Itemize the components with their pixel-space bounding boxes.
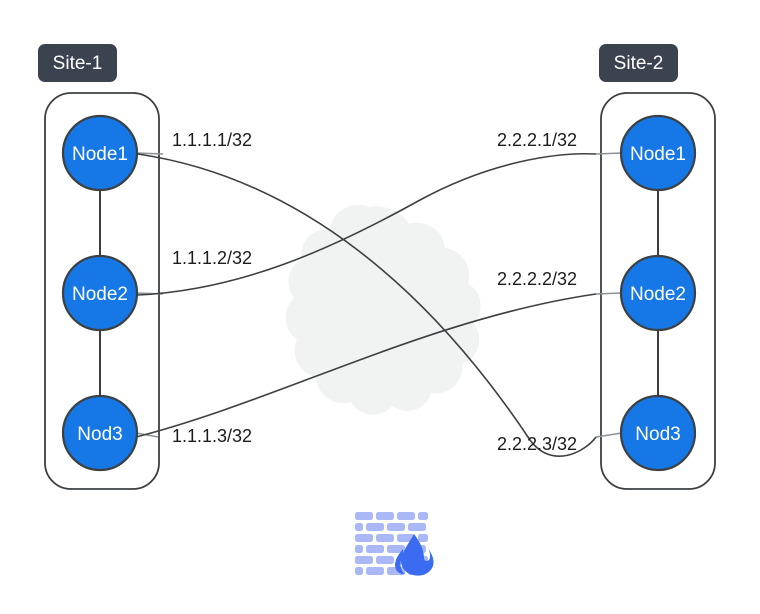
- site-1-badge[interactable]: Site-1: [38, 44, 117, 82]
- link-site1-node2-to-site2-node1: [137, 152, 597, 296]
- badge-background: [38, 44, 117, 82]
- node-circle[interactable]: [61, 394, 139, 472]
- site1-node1[interactable]: Node1: [61, 114, 139, 192]
- node-circle[interactable]: [61, 254, 139, 332]
- node-circle[interactable]: [61, 114, 139, 192]
- site-2-badge[interactable]: Site-2: [599, 44, 678, 82]
- brick: [366, 567, 384, 575]
- brick: [355, 523, 363, 531]
- badge-background: [599, 44, 678, 82]
- site-2-badge-label: Site-2: [614, 53, 664, 74]
- stub-site1-node1: [135, 152, 164, 155]
- node-label: Node1: [630, 144, 686, 165]
- brick: [387, 545, 405, 553]
- node-circle[interactable]: [619, 114, 697, 192]
- brick: [376, 512, 394, 520]
- node-label: Node2: [630, 284, 686, 305]
- ip-label-site2-node2: 2.2.2.2/32: [497, 269, 577, 289]
- link-site1-node3-to-site2-node2: [135, 293, 597, 438]
- stub-site1-node3: [135, 432, 159, 438]
- site1-node2[interactable]: Node2: [61, 254, 139, 332]
- brick: [355, 556, 373, 564]
- node-circle[interactable]: [619, 394, 697, 472]
- brick: [366, 523, 384, 531]
- brick: [397, 512, 415, 520]
- node-label: Nod3: [77, 424, 122, 445]
- brick: [355, 545, 363, 553]
- ip-label-site1-node1: 1.1.1.1/32: [172, 130, 252, 150]
- flame-icon: [395, 534, 434, 576]
- node-circle[interactable]: [619, 254, 697, 332]
- brick: [376, 534, 394, 542]
- site2-node1[interactable]: Node1: [619, 114, 697, 192]
- network-cloud: [285, 204, 481, 415]
- node-label: Nod3: [635, 424, 680, 445]
- ip-label-site2-node1: 2.2.2.1/32: [497, 130, 577, 150]
- link-site1-node1-to-site2-node3: [137, 153, 597, 458]
- site-1-badge-label: Site-1: [53, 53, 103, 74]
- brick: [376, 556, 394, 564]
- brick: [355, 534, 373, 542]
- site1-node3[interactable]: Nod3: [61, 394, 139, 472]
- brick: [366, 545, 384, 553]
- site2-node3[interactable]: Nod3: [619, 394, 697, 472]
- site2-node2[interactable]: Node2: [619, 254, 697, 332]
- brick: [387, 523, 405, 531]
- stub-site2-node1: [595, 152, 623, 155]
- node-label: Node2: [72, 284, 128, 305]
- brick: [418, 534, 428, 542]
- brick: [408, 523, 426, 531]
- ip-label-site1-node3: 1.1.1.3/32: [172, 426, 252, 446]
- brick: [355, 512, 373, 520]
- stub-site2-node2: [595, 292, 623, 295]
- brick: [418, 512, 428, 520]
- firewall-icon[interactable]: [355, 512, 434, 576]
- node-label: Node1: [72, 144, 128, 165]
- ip-label-site1-node2: 1.1.1.2/32: [172, 248, 252, 268]
- ip-label-site2-node3: 2.2.2.3/32: [497, 434, 577, 454]
- brick: [355, 567, 363, 575]
- stub-site2-node3: [595, 432, 623, 438]
